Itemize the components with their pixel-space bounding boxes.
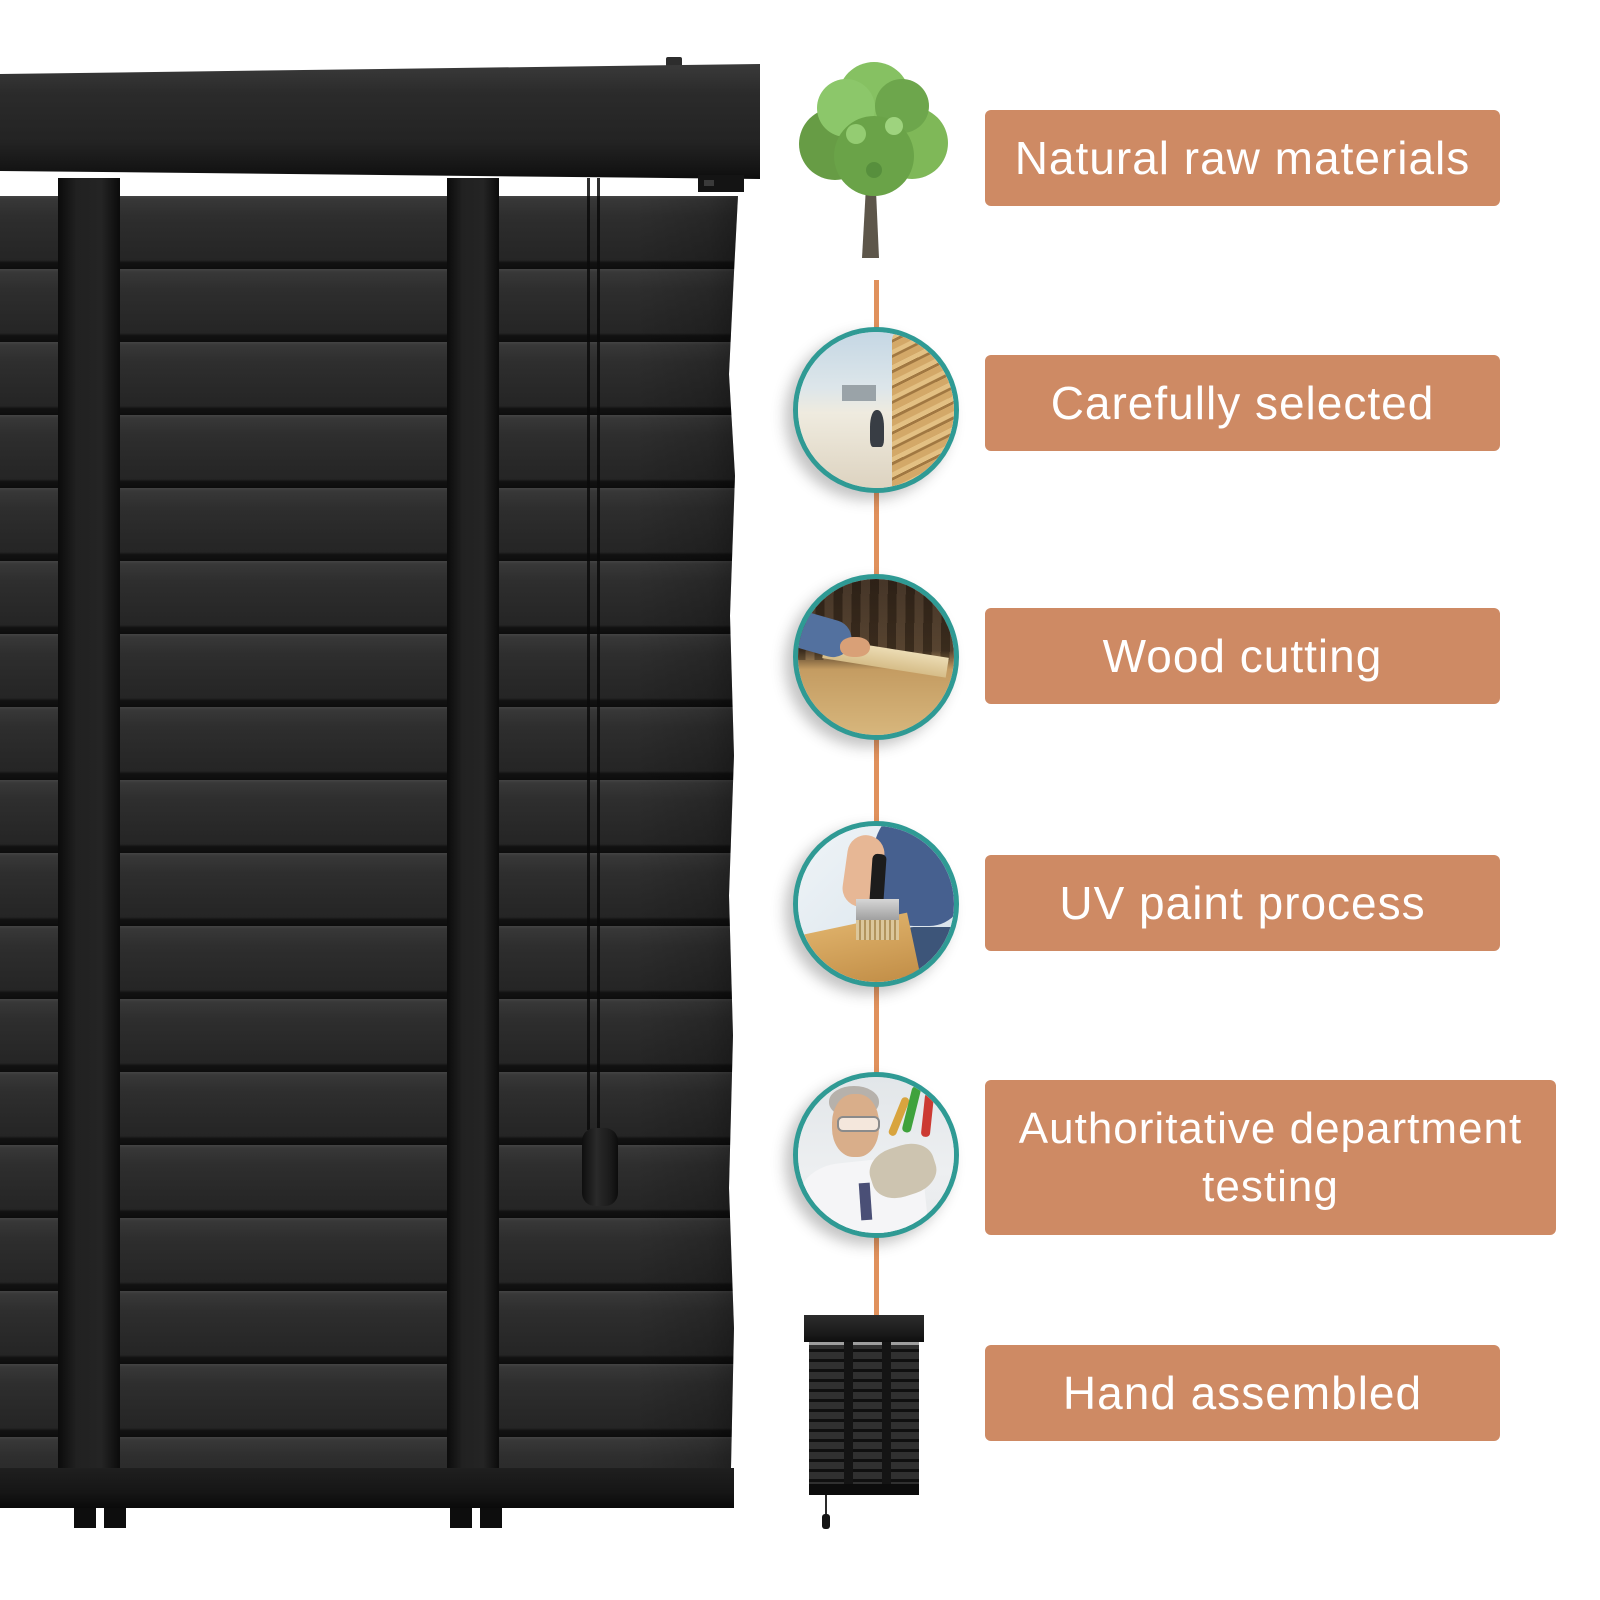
blind-slats <box>0 196 738 1468</box>
lab-testing-photo <box>793 1072 959 1238</box>
safety-glasses <box>837 1116 880 1133</box>
tree-icon <box>778 50 970 264</box>
step-label-carefully-selected: Carefully selected <box>985 355 1500 451</box>
blind-bottom-rail <box>0 1468 734 1508</box>
lumber-stack-right <box>891 332 954 488</box>
lumber-worker <box>869 410 884 448</box>
lumber-yard-photo <box>793 327 959 493</box>
blind-ladder-tape-right <box>447 178 499 1468</box>
mini-blind-icon <box>804 1315 924 1529</box>
blind-bottom-clip <box>480 1508 502 1528</box>
brush-ferrule <box>855 899 900 922</box>
mini-blind-bottom-rail <box>809 1484 919 1495</box>
blind-cord-tassel <box>582 1128 618 1206</box>
blind-bottom-clip <box>450 1508 472 1528</box>
step-label-wood-cutting: Wood cutting <box>985 608 1500 704</box>
mini-blind-slats <box>809 1342 919 1484</box>
step-label-hand-assembled: Hand assembled <box>985 1345 1500 1441</box>
blind-headrail-bracket <box>698 175 744 192</box>
step-label-uv-paint-process: UV paint process <box>985 855 1500 951</box>
mini-blind-headrail <box>804 1315 924 1342</box>
mini-blind-tape <box>882 1342 891 1484</box>
mini-blind-tassel <box>822 1514 830 1529</box>
paint-brush-photo <box>793 821 959 987</box>
blind-headrail <box>0 64 760 179</box>
wood-planing-photo <box>793 574 959 740</box>
brush-bristles <box>855 919 900 940</box>
blind-pull-cord <box>587 178 590 1130</box>
flow-connector-line <box>874 280 879 1317</box>
lumber-stack-left <box>798 341 842 488</box>
mini-blind-tape <box>844 1342 853 1484</box>
mini-blind-cord <box>825 1495 827 1515</box>
blind-pull-cord <box>597 178 600 1130</box>
blind-headrail-screw <box>666 57 682 67</box>
blind-ladder-tape-left <box>58 178 120 1468</box>
blind-bottom-clip <box>104 1508 126 1528</box>
blind-bottom-clip <box>74 1508 96 1528</box>
carpenter-hand <box>840 636 870 657</box>
lumber-building <box>841 385 876 401</box>
step-label-authoritative-department-testing: Authoritative department testing <box>985 1080 1556 1235</box>
step-label-natural-raw-materials: Natural raw materials <box>985 110 1500 206</box>
